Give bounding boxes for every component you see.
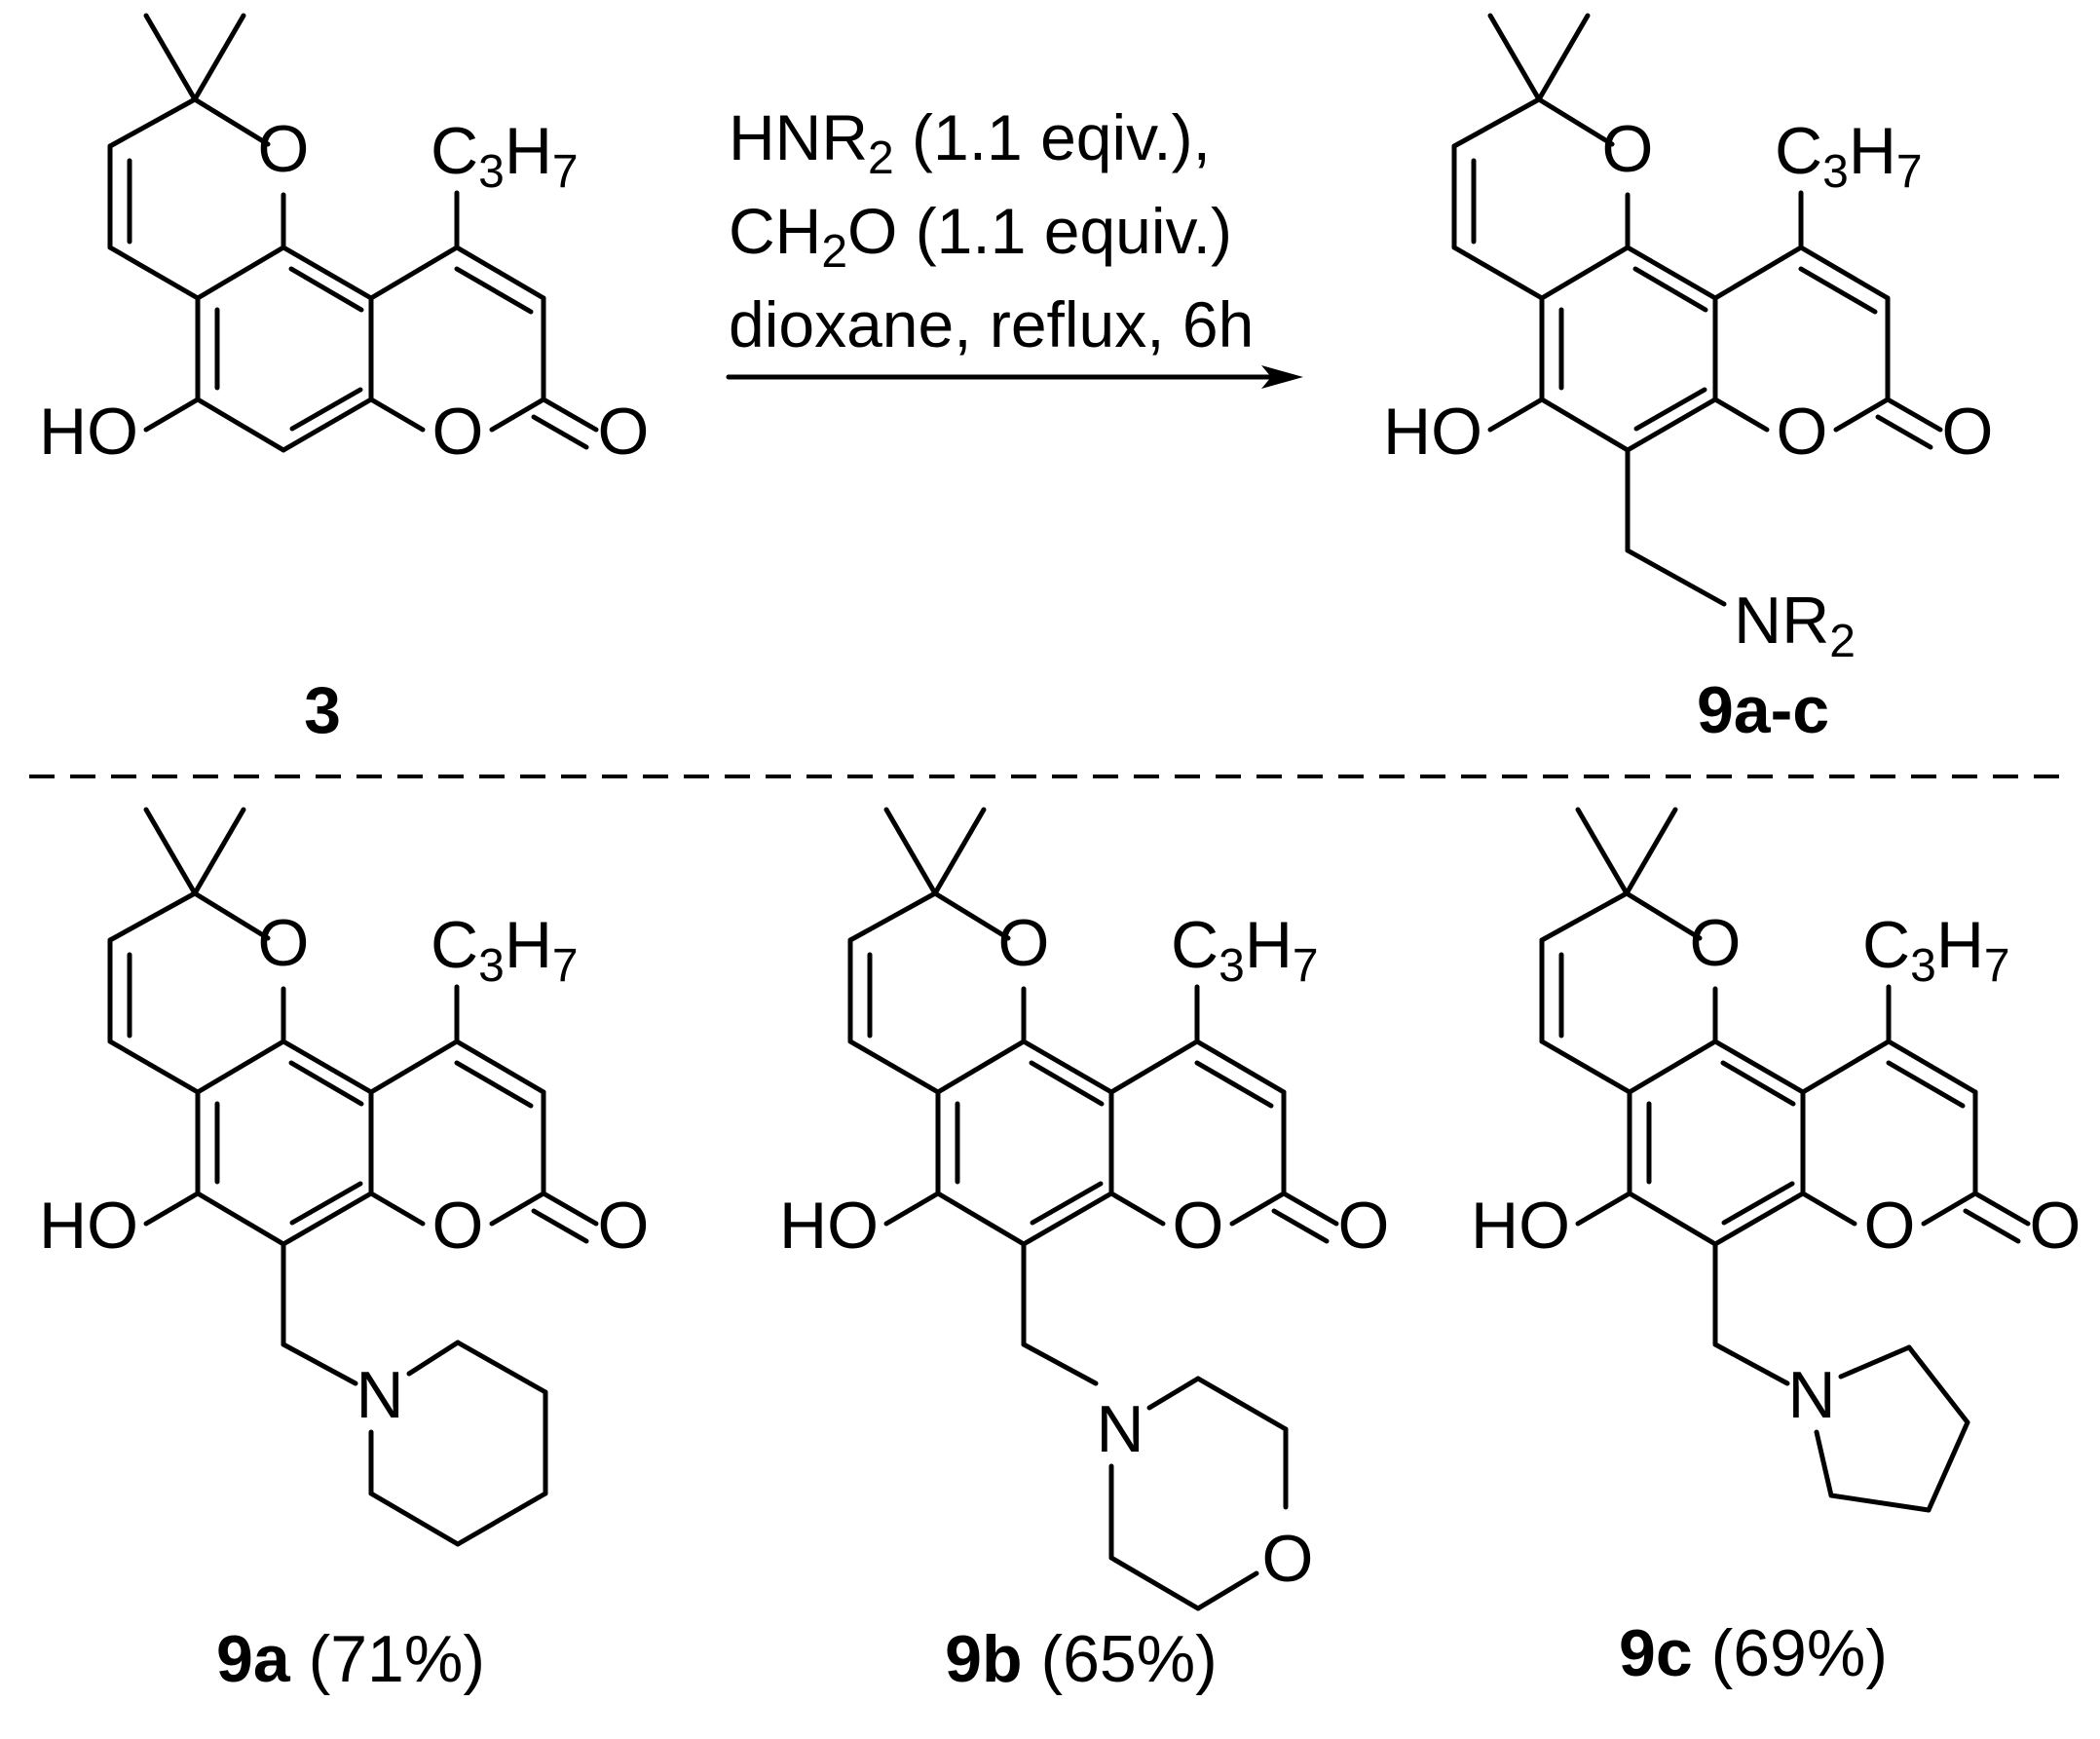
pyrrolidine-nitrogen: N — [1787, 1358, 1835, 1432]
compound-3-label: 3 — [304, 673, 341, 747]
morpholine-nitrogen: N — [1096, 1392, 1144, 1466]
compound-9b: N O — [779, 810, 1389, 1611]
compound-9c-label: 9c (69%) — [1619, 1616, 1888, 1690]
piperidine-nitrogen: N — [356, 1358, 403, 1432]
compound-9c: N — [1471, 810, 2081, 1513]
compound-3 — [39, 16, 649, 469]
reaction-arrow — [726, 365, 1303, 389]
compound-9a-c: NR2 — [1383, 16, 1993, 667]
reagent-line-2: CH2O (1.1 equiv.) — [729, 195, 1232, 278]
compound-9a-label: 9a (71%) — [216, 1622, 485, 1696]
compound-9a-c-label: 9a-c — [1697, 673, 1829, 747]
morpholine-oxygen: O — [1262, 1522, 1314, 1596]
compound-9a: N — [39, 810, 649, 1547]
reagent-line-1: HNR2 (1.1 eqiv.), — [729, 101, 1211, 184]
reagent-line-3: dioxane, reflux, 6h — [729, 288, 1254, 360]
amine-label: NR2 — [1734, 584, 1856, 667]
compound-9b-label: 9b (65%) — [945, 1622, 1218, 1696]
